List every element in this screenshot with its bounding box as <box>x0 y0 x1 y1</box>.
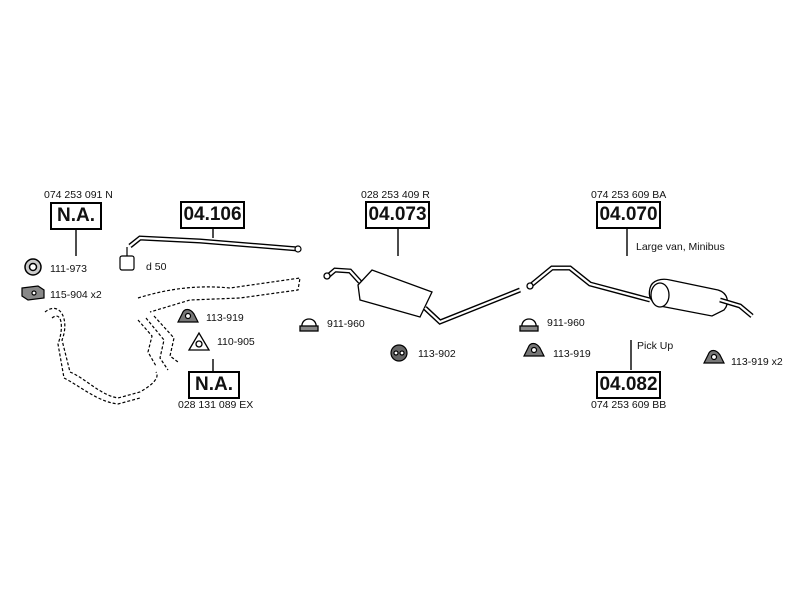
part-number-middle-top: 028 253 409 R <box>361 189 430 201</box>
box-right-top: 04.070 <box>596 201 661 229</box>
clamp-911960-right-icon <box>519 318 539 332</box>
part-number-right-top: 074 253 609 BA <box>591 189 667 201</box>
rear-silencer-04070 <box>526 265 754 318</box>
ring-111973-icon <box>24 258 42 276</box>
mount-113902-icon <box>390 344 408 362</box>
hanger-113919-left-icon <box>177 308 199 323</box>
part-label-gasket: 110-905 <box>217 336 255 348</box>
part-label-mount: 113-902 <box>418 348 456 360</box>
hanger-113919-right-icon <box>523 342 545 357</box>
part-label-clamp-mid: 911-960 <box>327 318 365 330</box>
clamp-911960-mid-icon <box>299 318 319 332</box>
part-label-ring: 111-973 <box>50 263 87 275</box>
box-right-bottom: 04.082 <box>596 371 661 399</box>
hanger-113919-far-right-icon <box>703 349 725 364</box>
part-label-clamp-right: 911-960 <box>547 317 585 329</box>
box-left-center: 04.106 <box>180 201 245 229</box>
downpipe-04106 <box>119 235 302 271</box>
clamp-115904-icon <box>21 285 45 301</box>
middle-silencer-04073 <box>323 267 521 325</box>
part-label-hanger-far-right: 113-919 x2 <box>731 356 783 368</box>
part-number-left-bottom: 028 131 089 EX <box>178 399 254 411</box>
gasket-110905-icon <box>187 331 211 351</box>
part-label-hanger-left: 113-919 <box>206 312 244 324</box>
note-large-van: Large van, Minibus <box>636 241 725 253</box>
part-label-clamp-left: 115-904 x2 <box>50 289 102 301</box>
box-left-bottom: N.A. <box>188 371 240 399</box>
manifold-dashed <box>44 277 301 405</box>
part-label-hanger-right: 113-919 <box>553 348 591 360</box>
note-diameter: d 50 <box>146 261 167 273</box>
part-number-right-bottom: 074 253 609 BB <box>591 399 667 411</box>
part-number-left-top: 074 253 091 N <box>44 189 113 201</box>
box-left-top: N.A. <box>50 202 102 230</box>
note-pick-up: Pick Up <box>637 340 674 352</box>
box-middle: 04.073 <box>365 201 430 229</box>
